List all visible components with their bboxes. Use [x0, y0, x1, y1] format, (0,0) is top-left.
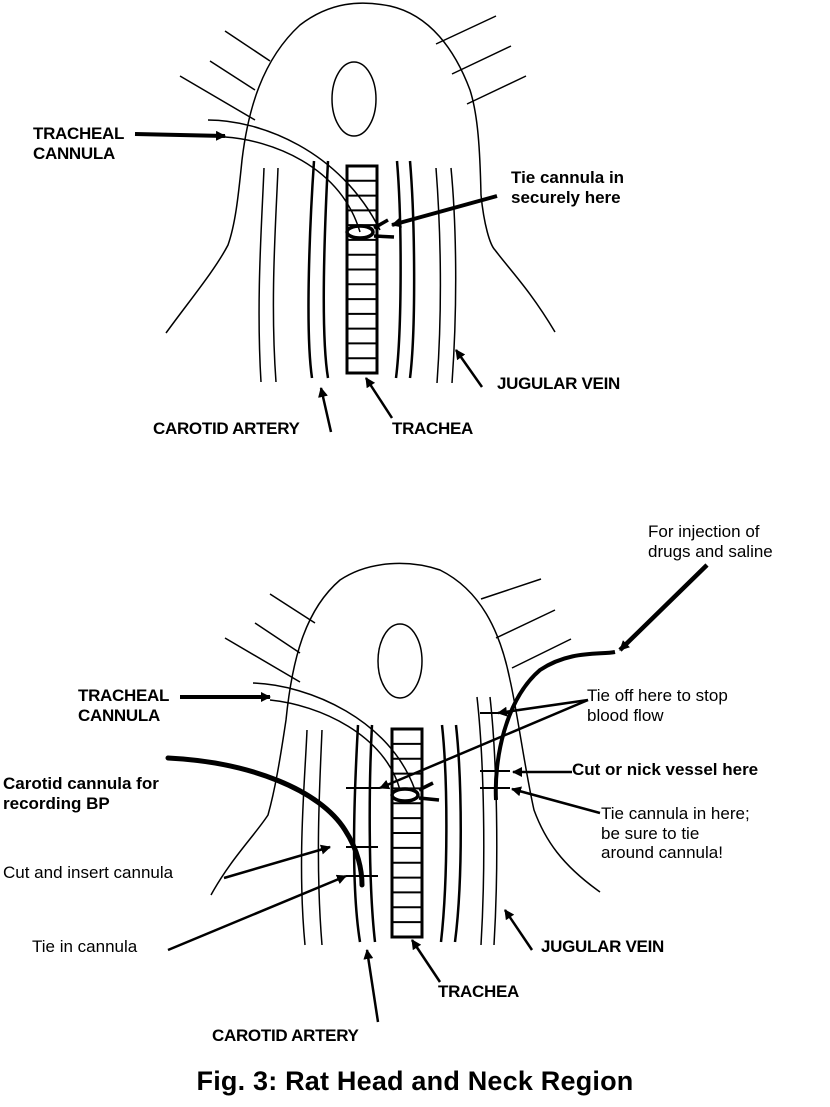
top-carotid-artery-right: [394, 160, 402, 379]
bottom-jugular-vein-left: [300, 729, 308, 946]
label-line: Tie off here to stop: [587, 686, 728, 705]
label-line: Carotid cannula for: [3, 774, 159, 793]
top-whisker: [224, 30, 271, 62]
bottom-jugular-vein-right: [489, 696, 498, 946]
top-label-tracheal-cannula: TRACHEAL CANNULA: [33, 124, 124, 163]
top-whisker: [435, 15, 497, 45]
top-head-outline: [165, 2, 556, 334]
top-jugular-vein-right: [450, 167, 457, 384]
top-arrow-carotid: [318, 387, 333, 433]
bottom-tie-end: [418, 796, 440, 802]
top-arrow-tracheal-cannula: [134, 130, 226, 141]
bottom-jugular-vein-left: [317, 729, 323, 946]
bottom-arrow-injection: [618, 563, 709, 652]
bottom-tracheal-cannula: [252, 682, 416, 791]
top-whisker: [451, 45, 512, 75]
top-tie-loop: [345, 224, 375, 240]
bottom-label-cut-nick: Cut or nick vessel here: [572, 760, 759, 779]
bottom-label-tie-off: Tie off here to stop blood flow: [587, 686, 728, 725]
bottom-arrow-tie-off-1: [497, 698, 589, 717]
bottom-trachea: [390, 727, 424, 939]
bottom-arrow-tie-off-2: [379, 698, 589, 790]
top-tie-end: [373, 218, 389, 230]
top-tracheal-cannula: [207, 119, 381, 231]
label-line: Tie cannula in here;: [601, 804, 750, 823]
bottom-whisker: [495, 609, 556, 639]
top-jugular-vein-left: [272, 167, 279, 383]
label-line: Tie cannula in: [511, 168, 625, 187]
bottom-whisker: [254, 622, 301, 654]
bottom-carotid-cannula: [165, 755, 365, 888]
top-whisker: [466, 75, 527, 105]
top-diagram: [134, 2, 556, 433]
top-label-trachea: TRACHEA: [392, 419, 474, 438]
bottom-label-carotid-artery: CAROTID ARTERY: [212, 1026, 359, 1045]
bottom-diagram: [165, 562, 709, 1023]
bottom-arrow-tie-cannula-in: [511, 786, 601, 815]
top-jugular-vein-left: [258, 167, 265, 383]
label-line: CANNULA: [33, 143, 115, 163]
bottom-label-carotid-cannula: Carotid cannula for recording BP: [3, 774, 159, 813]
bottom-label-tie-in: Tie in cannula: [32, 937, 138, 956]
top-tracheal-cannula: [224, 136, 361, 233]
bottom-label-tracheal-cannula: TRACHEAL CANNULA: [78, 686, 169, 725]
label-line: TRACHEAL: [33, 124, 125, 143]
bottom-carotid-artery-right: [453, 724, 462, 943]
label-line: TRACHEAL: [78, 686, 170, 705]
bottom-tracheal-cannula: [269, 699, 401, 791]
bottom-carotid-artery-left: [352, 724, 362, 943]
top-label-jugular-vein: JUGULAR VEIN: [497, 374, 620, 393]
bottom-carotid-artery-left: [368, 724, 377, 943]
figure-title: Fig. 3: Rat Head and Neck Region: [196, 1066, 634, 1096]
top-arrow-jugular: [454, 349, 484, 388]
bottom-arrow-cut-insert: [223, 844, 331, 880]
top-carotid-artery-left: [307, 160, 316, 379]
top-eye: [331, 61, 377, 137]
bottom-eye: [377, 623, 423, 699]
top-label-carotid-artery: CAROTID ARTERY: [153, 419, 300, 438]
bottom-whisker: [511, 638, 572, 669]
bottom-label-trachea: TRACHEA: [438, 982, 520, 1001]
top-whisker: [209, 60, 256, 91]
bottom-arrow-tie-in: [167, 874, 347, 952]
bottom-label-tie-cannula-in: Tie cannula in here; be sure to tie arou…: [601, 804, 750, 863]
top-carotid-artery-right: [408, 160, 416, 379]
label-line: CANNULA: [78, 705, 160, 725]
bottom-whisker: [269, 593, 316, 624]
label-line: securely here: [511, 187, 621, 207]
bottom-jugular-cannula: [493, 650, 616, 801]
top-trachea: [345, 164, 379, 375]
bottom-whisker: [224, 637, 301, 683]
top-tie-end: [373, 234, 395, 239]
bottom-jugular-vein-right: [476, 696, 485, 946]
label-line: drugs and saline: [648, 541, 773, 561]
top-arrow-trachea: [364, 377, 394, 419]
bottom-label-injection: For injection of drugs and saline: [648, 522, 773, 561]
top-label-tie-cannula: Tie cannula in securely here: [511, 168, 624, 207]
bottom-arrow-jugular: [503, 909, 534, 951]
label-line: blood flow: [587, 705, 664, 725]
bottom-arrow-carotid: [363, 949, 380, 1023]
bottom-whisker: [480, 578, 542, 600]
label-line: recording BP: [3, 793, 110, 813]
label-line: be sure to tie: [601, 823, 700, 843]
bottom-carotid-artery-right: [439, 724, 448, 943]
label-line: around cannula!: [601, 843, 723, 863]
bottom-tie-end: [418, 781, 434, 792]
bottom-label-jugular-vein: JUGULAR VEIN: [541, 937, 664, 956]
bottom-arrow-trachea: [410, 939, 442, 983]
label-line: For injection of: [648, 522, 760, 541]
top-carotid-artery-left: [322, 160, 330, 379]
top-whisker: [179, 75, 256, 121]
bottom-tie-loop: [390, 787, 420, 803]
bottom-label-cut-insert: Cut and insert cannula: [3, 863, 174, 882]
top-jugular-vein-right: [435, 167, 442, 384]
top-arrow-tie-cannula: [391, 194, 498, 228]
